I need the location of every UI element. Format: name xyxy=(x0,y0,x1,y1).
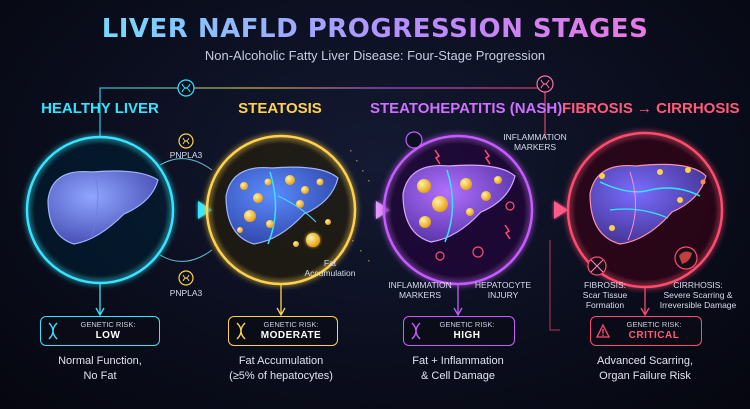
top-connector-arc xyxy=(99,87,546,138)
risk-label: GENETIC RISK: xyxy=(80,320,136,329)
steatosis-liver-illustration xyxy=(205,134,357,286)
risk-badge-healthy: GENETIC RISK: LOW xyxy=(40,316,160,346)
stage-description-steatosis: Fat Accumulation (≥5% of hepatocytes) xyxy=(229,355,333,382)
stage-title-steatosis: STEATOSIS xyxy=(238,100,322,117)
gene-label-bottom: PNPLA3 xyxy=(169,288,203,298)
stage-title-nash: STEATOHEPATITIS (NASH) xyxy=(370,100,563,117)
inflammation-markers-bottom-label: INFLAMMATION MARKERS xyxy=(388,280,452,301)
risk-label: GENETIC RISK: xyxy=(439,320,495,329)
risk-label: GENETIC RISK: xyxy=(626,320,682,329)
healthy-liver-illustration xyxy=(25,135,175,285)
stage-title-healthy: HEALTHY LIVER xyxy=(41,100,159,117)
data-stream-decoration xyxy=(350,150,370,262)
nash-liver-illustration xyxy=(382,134,534,286)
risk-value: HIGH xyxy=(453,330,481,341)
cirrhosis-label: CIRRHOSIS: Severe Scarring & Irreversibl… xyxy=(659,280,737,311)
inflammation-markers-top-label: INFLAMMATION MARKERS xyxy=(503,132,567,153)
risk-badge-nash: GENETIC RISK: HIGH xyxy=(403,316,515,346)
fibrosis-label: FIBROSIS: Scar Tissue Formation xyxy=(582,280,628,311)
stage-description-fibrosis: Advanced Scarring, Organ Failure Risk xyxy=(597,355,693,382)
stage-title-fibrosis: FIBROSIS → CIRRHOSIS xyxy=(562,100,740,117)
risk-badge-steatosis: GENETIC RISK: MODERATE xyxy=(228,316,338,346)
risk-value: CRITICAL xyxy=(628,330,680,341)
dna-icon xyxy=(411,322,421,340)
stage-description-healthy: Normal Function, No Fat xyxy=(58,355,142,382)
page-title: LIVER NAFLD PROGRESSION STAGES xyxy=(0,14,750,44)
warning-icon xyxy=(596,323,610,338)
risk-value: LOW xyxy=(95,330,121,341)
fat-accumulation-label: Fat Accumulation xyxy=(304,258,356,279)
dna-icon xyxy=(236,322,246,340)
risk-value: MODERATE xyxy=(260,330,322,341)
gene-label-top: PNPLA3 xyxy=(169,150,203,160)
stage-description-nash: Fat + Inflammation & Cell Damage xyxy=(412,355,504,382)
hepatocyte-injury-label: HEPATOCYTE INJURY xyxy=(474,280,532,301)
page-subtitle: Non-Alcoholic Fatty Liver Disease: Four-… xyxy=(204,48,546,63)
risk-badge-fibrosis: GENETIC RISK: CRITICAL xyxy=(590,316,702,346)
nash-marker-icon xyxy=(405,131,423,149)
dna-icon xyxy=(48,322,58,340)
risk-label: GENETIC RISK: xyxy=(263,320,319,329)
